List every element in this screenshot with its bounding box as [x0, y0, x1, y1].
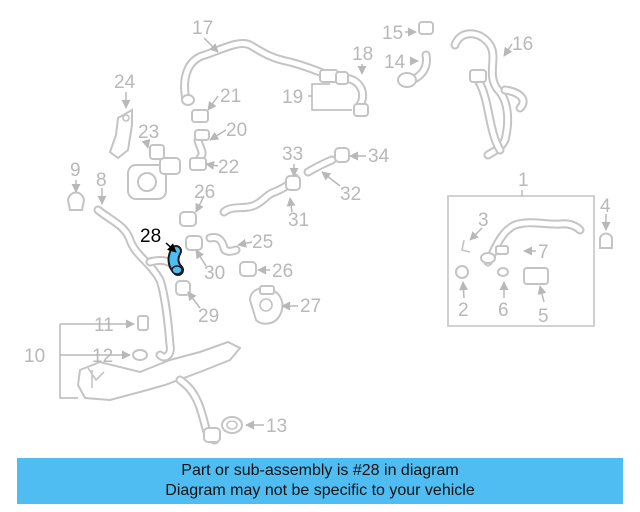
part-31-pipe	[219, 173, 300, 217]
part-28-highlighted-hose	[167, 245, 184, 276]
part-11-12	[132, 315, 149, 361]
callout-22: 22	[218, 157, 239, 178]
callout-16: 16	[512, 34, 533, 55]
part-20-21-22	[189, 109, 210, 171]
callout-31: 31	[288, 210, 309, 231]
callout-20: 20	[226, 120, 247, 141]
part-13-oring	[221, 416, 243, 434]
callout-21: 21	[220, 86, 241, 107]
callout-30: 30	[204, 263, 225, 284]
part-27-housing	[248, 285, 284, 325]
callout-18: 18	[352, 44, 373, 65]
callout-15: 15	[382, 23, 403, 44]
callout-33: 33	[282, 144, 303, 165]
callout-19: 19	[282, 87, 303, 108]
callout-numbers: 1 2 3 4 5 6 7 8 9 10 11 12 13 14 15 16 1…	[24, 18, 611, 437]
part-25-elbow	[205, 233, 241, 256]
part-32-hose	[303, 155, 337, 177]
banner-line-1: Part or sub-assembly is #28 in diagram	[181, 462, 459, 479]
banner-line-2: Diagram may not be specific to your vehi…	[165, 482, 475, 499]
callout-27: 27	[300, 296, 321, 317]
callout-9: 9	[70, 160, 81, 181]
part-26-clamp-b	[239, 261, 257, 277]
callout-12: 12	[92, 346, 113, 367]
callout-26b: 26	[272, 261, 293, 282]
part-18-19-hose	[335, 71, 369, 117]
part-23-pump	[127, 144, 181, 200]
info-banner: Part or sub-assembly is #28 in diagram D…	[17, 458, 623, 504]
callout-5: 5	[538, 306, 549, 327]
part-8-10-pipe	[76, 205, 242, 445]
callout-32: 32	[340, 184, 361, 205]
part-24-bracket	[108, 108, 133, 160]
part-26-clamp-a	[179, 211, 197, 227]
callout-7: 7	[538, 242, 549, 263]
callout-11: 11	[94, 315, 114, 336]
callout-28-highlighted: 28	[140, 226, 161, 247]
callout-6: 6	[498, 300, 509, 321]
part-9-clamp	[66, 191, 86, 211]
callout-4: 4	[600, 196, 611, 217]
part-30-clamp	[185, 235, 203, 251]
callout-2: 2	[458, 300, 469, 321]
callout-1: 1	[518, 170, 529, 191]
callout-24: 24	[114, 72, 136, 93]
callout-17: 17	[192, 18, 213, 39]
callout-14: 14	[384, 52, 406, 73]
part-34-clamp	[334, 147, 350, 163]
callout-26a: 26	[194, 182, 215, 203]
part-33-clamp	[285, 175, 301, 191]
callout-13: 13	[266, 416, 287, 437]
callout-23: 23	[138, 122, 159, 143]
group-1-box	[447, 195, 613, 327]
callout-34: 34	[368, 146, 390, 167]
callout-8: 8	[96, 170, 107, 191]
part-17-hose	[180, 38, 339, 106]
part-16-hose	[450, 29, 528, 160]
part-14-15	[397, 21, 434, 88]
leader-lines	[59, 27, 611, 430]
part-29-clamp	[175, 280, 191, 296]
callout-3: 3	[478, 210, 489, 231]
callout-25: 25	[252, 232, 273, 253]
callout-10: 10	[24, 346, 45, 367]
callout-29: 29	[198, 306, 219, 327]
